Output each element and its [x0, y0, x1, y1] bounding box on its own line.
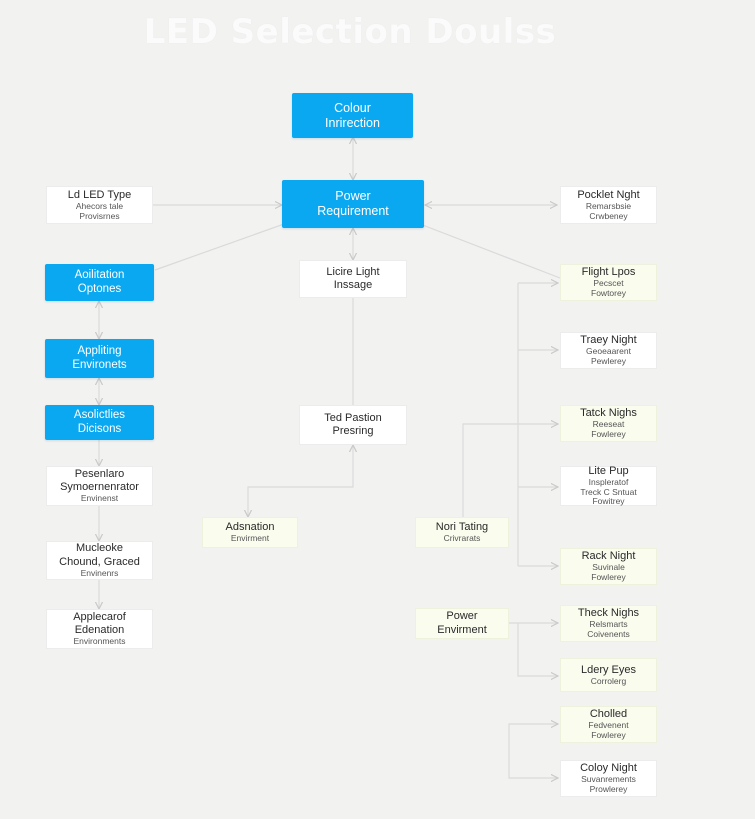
colour-inrirection-node: Colour Inrirection — [292, 93, 413, 138]
adsnation-line1: Adsnation — [225, 521, 275, 534]
right-title-6: Rack Night — [581, 550, 636, 563]
right-sub-1a: Remarsbsie — [585, 200, 632, 211]
right-sub-5c: Fowitrey — [592, 496, 625, 507]
mucleoke-sub: Envinenrs — [80, 567, 119, 578]
pastion-line1: Ted Pastion — [324, 411, 382, 424]
licire-line1: Licire Light — [326, 265, 380, 278]
applecarof-sub: Environments — [73, 636, 126, 647]
power-line1: Power — [335, 189, 371, 203]
right-title-10: Coloy Night — [580, 762, 637, 775]
power-env-line2: Envirment — [437, 623, 487, 636]
right-sub-6b: Fowlerey — [591, 572, 626, 583]
right-node-3: Traey Night Geoeaarent Pewlerey — [560, 332, 657, 369]
led-type-sub2: Provisrnes — [79, 210, 120, 221]
mucleoke-line1: Mucleoke — [75, 542, 124, 555]
right-sub-4a: Reeseat — [592, 419, 625, 430]
led-type-node: Ld LED Type Ahecors tale Provisrnes — [46, 186, 153, 224]
power-envirment-node: Power Envirment — [415, 608, 509, 639]
licire-light-node: Licire Light Inssage — [299, 260, 407, 298]
right-title-9: Cholled — [589, 708, 628, 721]
right-title-7: Theck Nighs — [577, 607, 640, 620]
right-sub-7b: Coivenents — [587, 629, 630, 640]
power-line2: Requirement — [317, 204, 389, 218]
right-sub-8a: Corrolerg — [590, 675, 627, 686]
right-sub-2b: Fowtorey — [591, 288, 626, 299]
right-sub-3b: Pewlerey — [591, 356, 626, 367]
diagram-title: LED Selection Doulss — [143, 12, 557, 52]
adsnation-node: Adsnation Envirment — [202, 517, 298, 548]
app-options-line1: Aoilitation — [74, 268, 125, 281]
right-sub-10b: Prowlerey — [589, 784, 628, 795]
right-sub-5a: Inspleratof — [588, 476, 629, 487]
power-env-line1: Power — [446, 610, 478, 623]
right-node-6: Rack Night Suvinale Fowlerey — [560, 548, 657, 585]
right-sub-2a: Pecscet — [593, 278, 624, 289]
applecarof-line2: Edenation — [74, 624, 125, 637]
nori-tating-node: Nori Tating Crivrarats — [415, 517, 509, 548]
power-requirement-node: Power Requirement — [282, 180, 424, 228]
colour-line2: Inrirection — [325, 115, 380, 130]
app-dec-line2: Dicisons — [77, 422, 122, 435]
colour-line1: Colour — [334, 100, 371, 115]
application-decisions-node: Asolictlies Dicisons — [45, 405, 154, 440]
right-title-3: Traey Night — [580, 334, 637, 347]
pesenlaro-line1: Pesenlaro — [74, 467, 125, 480]
right-sub-9b: Fowlerey — [591, 730, 626, 741]
applecarof-node: Applecarof Edenation Environments — [46, 609, 153, 649]
mucleoke-node: Mucleoke Chound, Graced Envinenrs — [46, 541, 153, 580]
nori-line1: Nori Tating — [435, 521, 489, 534]
right-title-8: Ldery Eyes — [580, 663, 637, 676]
pesenlaro-line2: Symoernenrator — [60, 481, 139, 494]
right-node-1: Pocklet Nght Remarsbsie Crwbeney — [560, 186, 657, 224]
adsnation-line2: Envirment — [230, 533, 270, 544]
applying-environments-node: Appliting Environets — [45, 339, 154, 378]
led-type-line1: Ld LED Type — [67, 188, 132, 201]
application-options-node: Aoilitation Optones — [45, 264, 154, 301]
right-node-2: Flight Lpos Pecscet Fowtorey — [560, 264, 657, 301]
right-sub-4b: Fowlerey — [591, 429, 626, 440]
right-title-2: Flight Lpos — [581, 266, 636, 279]
right-node-9: Cholled Fedvenent Fowlerey — [560, 706, 657, 743]
right-title-5: Lite Pup — [588, 464, 629, 477]
right-sub-1b: Crwbeney — [589, 210, 628, 221]
nori-line2: Crivrarats — [443, 533, 481, 544]
right-node-7: Theck Nighs Relsmarts Coivenents — [560, 605, 657, 642]
led-type-sub1: Ahecors tale — [75, 200, 124, 211]
mucleoke-line2: Chound, Graced — [59, 555, 140, 568]
right-sub-6a: Suvinale — [592, 562, 625, 573]
ted-pastion-node: Ted Pastion Presring — [299, 405, 407, 445]
right-node-4: Tatck Nighs Reeseat Fowlerey — [560, 405, 657, 442]
right-node-8: Ldery Eyes Corrolerg — [560, 658, 657, 692]
applecarof-line1: Applecarof — [73, 610, 126, 623]
right-title-4: Tatck Nighs — [580, 407, 637, 420]
right-node-5: Lite Pup Inspleratof Treck C Sntuat Fowi… — [560, 464, 657, 507]
right-sub-9a: Fedvenent — [588, 720, 629, 731]
pesenlaro-node: Pesenlaro Symoernenrator Envinenst — [46, 466, 153, 506]
app-options-line2: Optones — [77, 282, 122, 295]
right-sub-5b: Treck C Sntuat — [580, 486, 637, 497]
pesenlaro-sub: Envinenst — [80, 493, 119, 504]
right-node-10: Coloy Night Suvanrements Prowlerey — [560, 760, 657, 797]
app-env-line1: Appliting — [77, 344, 122, 357]
right-sub-3a: Geoeaarent — [586, 346, 631, 357]
right-title-1: Pocklet Nght — [577, 188, 640, 201]
licire-line2: Inssage — [333, 279, 373, 291]
right-sub-10a: Suvanrements — [581, 774, 636, 785]
pastion-line2: Presring — [332, 425, 374, 437]
right-sub-7a: Relsmarts — [589, 619, 628, 630]
app-dec-line1: Asolictlies — [73, 408, 126, 421]
app-env-line2: Environets — [72, 358, 127, 371]
